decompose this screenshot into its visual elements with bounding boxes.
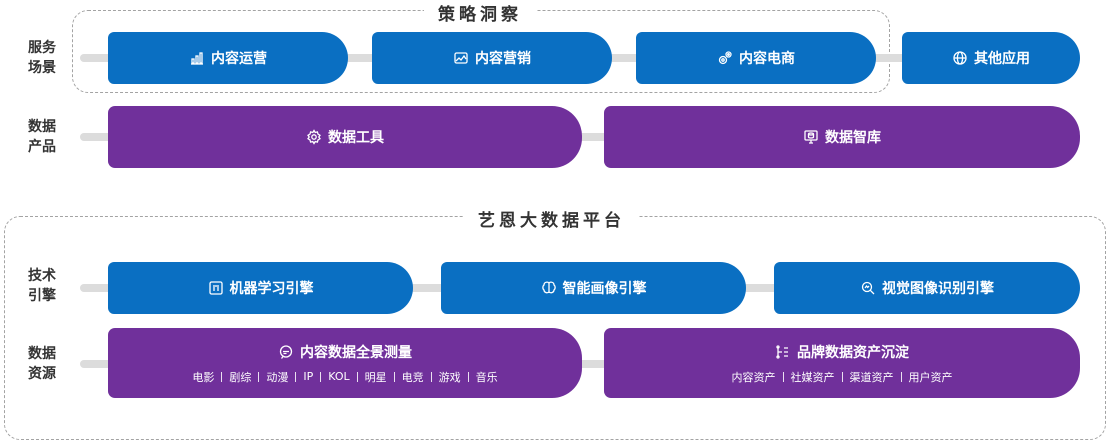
product-pill-data-tools[interactable]: 数据工具 <box>108 106 582 168</box>
pill-label: 内容运营 <box>211 51 267 67</box>
item-drama-variety: 剧综 <box>229 370 252 384</box>
brain-icon <box>541 280 557 296</box>
item-content-assets: 内容资产 <box>731 370 776 384</box>
row-label-engine: 技术 引擎 <box>28 268 56 304</box>
item-movie: 电影 <box>192 370 215 384</box>
row-label-product: 数据 产品 <box>28 119 56 155</box>
engine-pill-portrait[interactable]: 智能画像引擎 <box>441 262 746 314</box>
pill-label: 内容电商 <box>739 51 795 67</box>
pill-label: 内容数据全景测量 <box>300 344 412 361</box>
item-games: 游戏 <box>438 370 461 384</box>
product-pill-data-think-tank[interactable]: 数据智库 <box>604 106 1080 168</box>
engine-pill-vision[interactable]: 视觉图像识别引擎 <box>774 262 1080 314</box>
row-label-resource: 数据 资源 <box>28 346 56 382</box>
ml-icon <box>208 280 224 296</box>
gear-icon <box>306 129 322 145</box>
resource-pill-brand-assets[interactable]: 品牌数据资产沉淀 内容资产 社媒资产 渠道资产 用户资产 <box>604 328 1080 398</box>
item-ip: IP <box>303 370 314 383</box>
resource-pill-content-measurement[interactable]: 内容数据全景测量 电影 剧综 动漫 IP KOL 明星 电竞 游戏 音乐 <box>108 328 582 398</box>
engine-pill-ml[interactable]: 机器学习引擎 <box>108 262 413 314</box>
strategy-title: 策略洞察 <box>424 0 536 25</box>
globe-icon <box>952 50 968 66</box>
data-flow-icon <box>775 344 791 360</box>
content-measurement-items: 电影 剧综 动漫 IP KOL 明星 电竞 游戏 音乐 <box>192 369 497 385</box>
pill-label: 内容营销 <box>475 51 531 67</box>
item-star: 明星 <box>364 370 387 384</box>
brand-assets-items: 内容资产 社媒资产 渠道资产 用户资产 <box>732 369 953 385</box>
service-pill-content-marketing[interactable]: 内容营销 <box>372 32 612 84</box>
pill-label: 机器学习引擎 <box>229 281 314 297</box>
item-channel-assets: 渠道资产 <box>849 370 894 384</box>
pill-label: 品牌数据资产沉淀 <box>797 344 909 361</box>
service-pill-other-apps[interactable]: 其他应用 <box>902 32 1080 84</box>
image-card-icon <box>453 50 469 66</box>
item-anime: 动漫 <box>266 370 289 384</box>
gears-icon <box>717 50 733 66</box>
chat-bubble-icon <box>278 344 294 360</box>
magnifier-icon <box>860 280 876 296</box>
database-monitor-icon <box>803 129 819 145</box>
bar-chart-icon <box>189 50 205 66</box>
item-user-assets: 用户资产 <box>908 370 953 384</box>
pill-label: 数据智库 <box>825 130 881 146</box>
item-kol: KOL <box>328 370 350 383</box>
pill-label: 数据工具 <box>328 130 384 146</box>
pill-label: 智能画像引擎 <box>562 281 647 297</box>
row-label-service: 服务 场景 <box>28 40 56 76</box>
platform-title: 艺恩大数据平台 <box>464 206 639 231</box>
service-pill-content-ops[interactable]: 内容运营 <box>108 32 348 84</box>
service-pill-content-commerce[interactable]: 内容电商 <box>636 32 876 84</box>
item-social-assets: 社媒资产 <box>790 370 835 384</box>
pill-label: 其他应用 <box>974 51 1030 67</box>
item-esports: 电竞 <box>401 370 424 384</box>
item-music: 音乐 <box>475 370 498 384</box>
pill-label: 视觉图像识别引擎 <box>882 281 994 297</box>
